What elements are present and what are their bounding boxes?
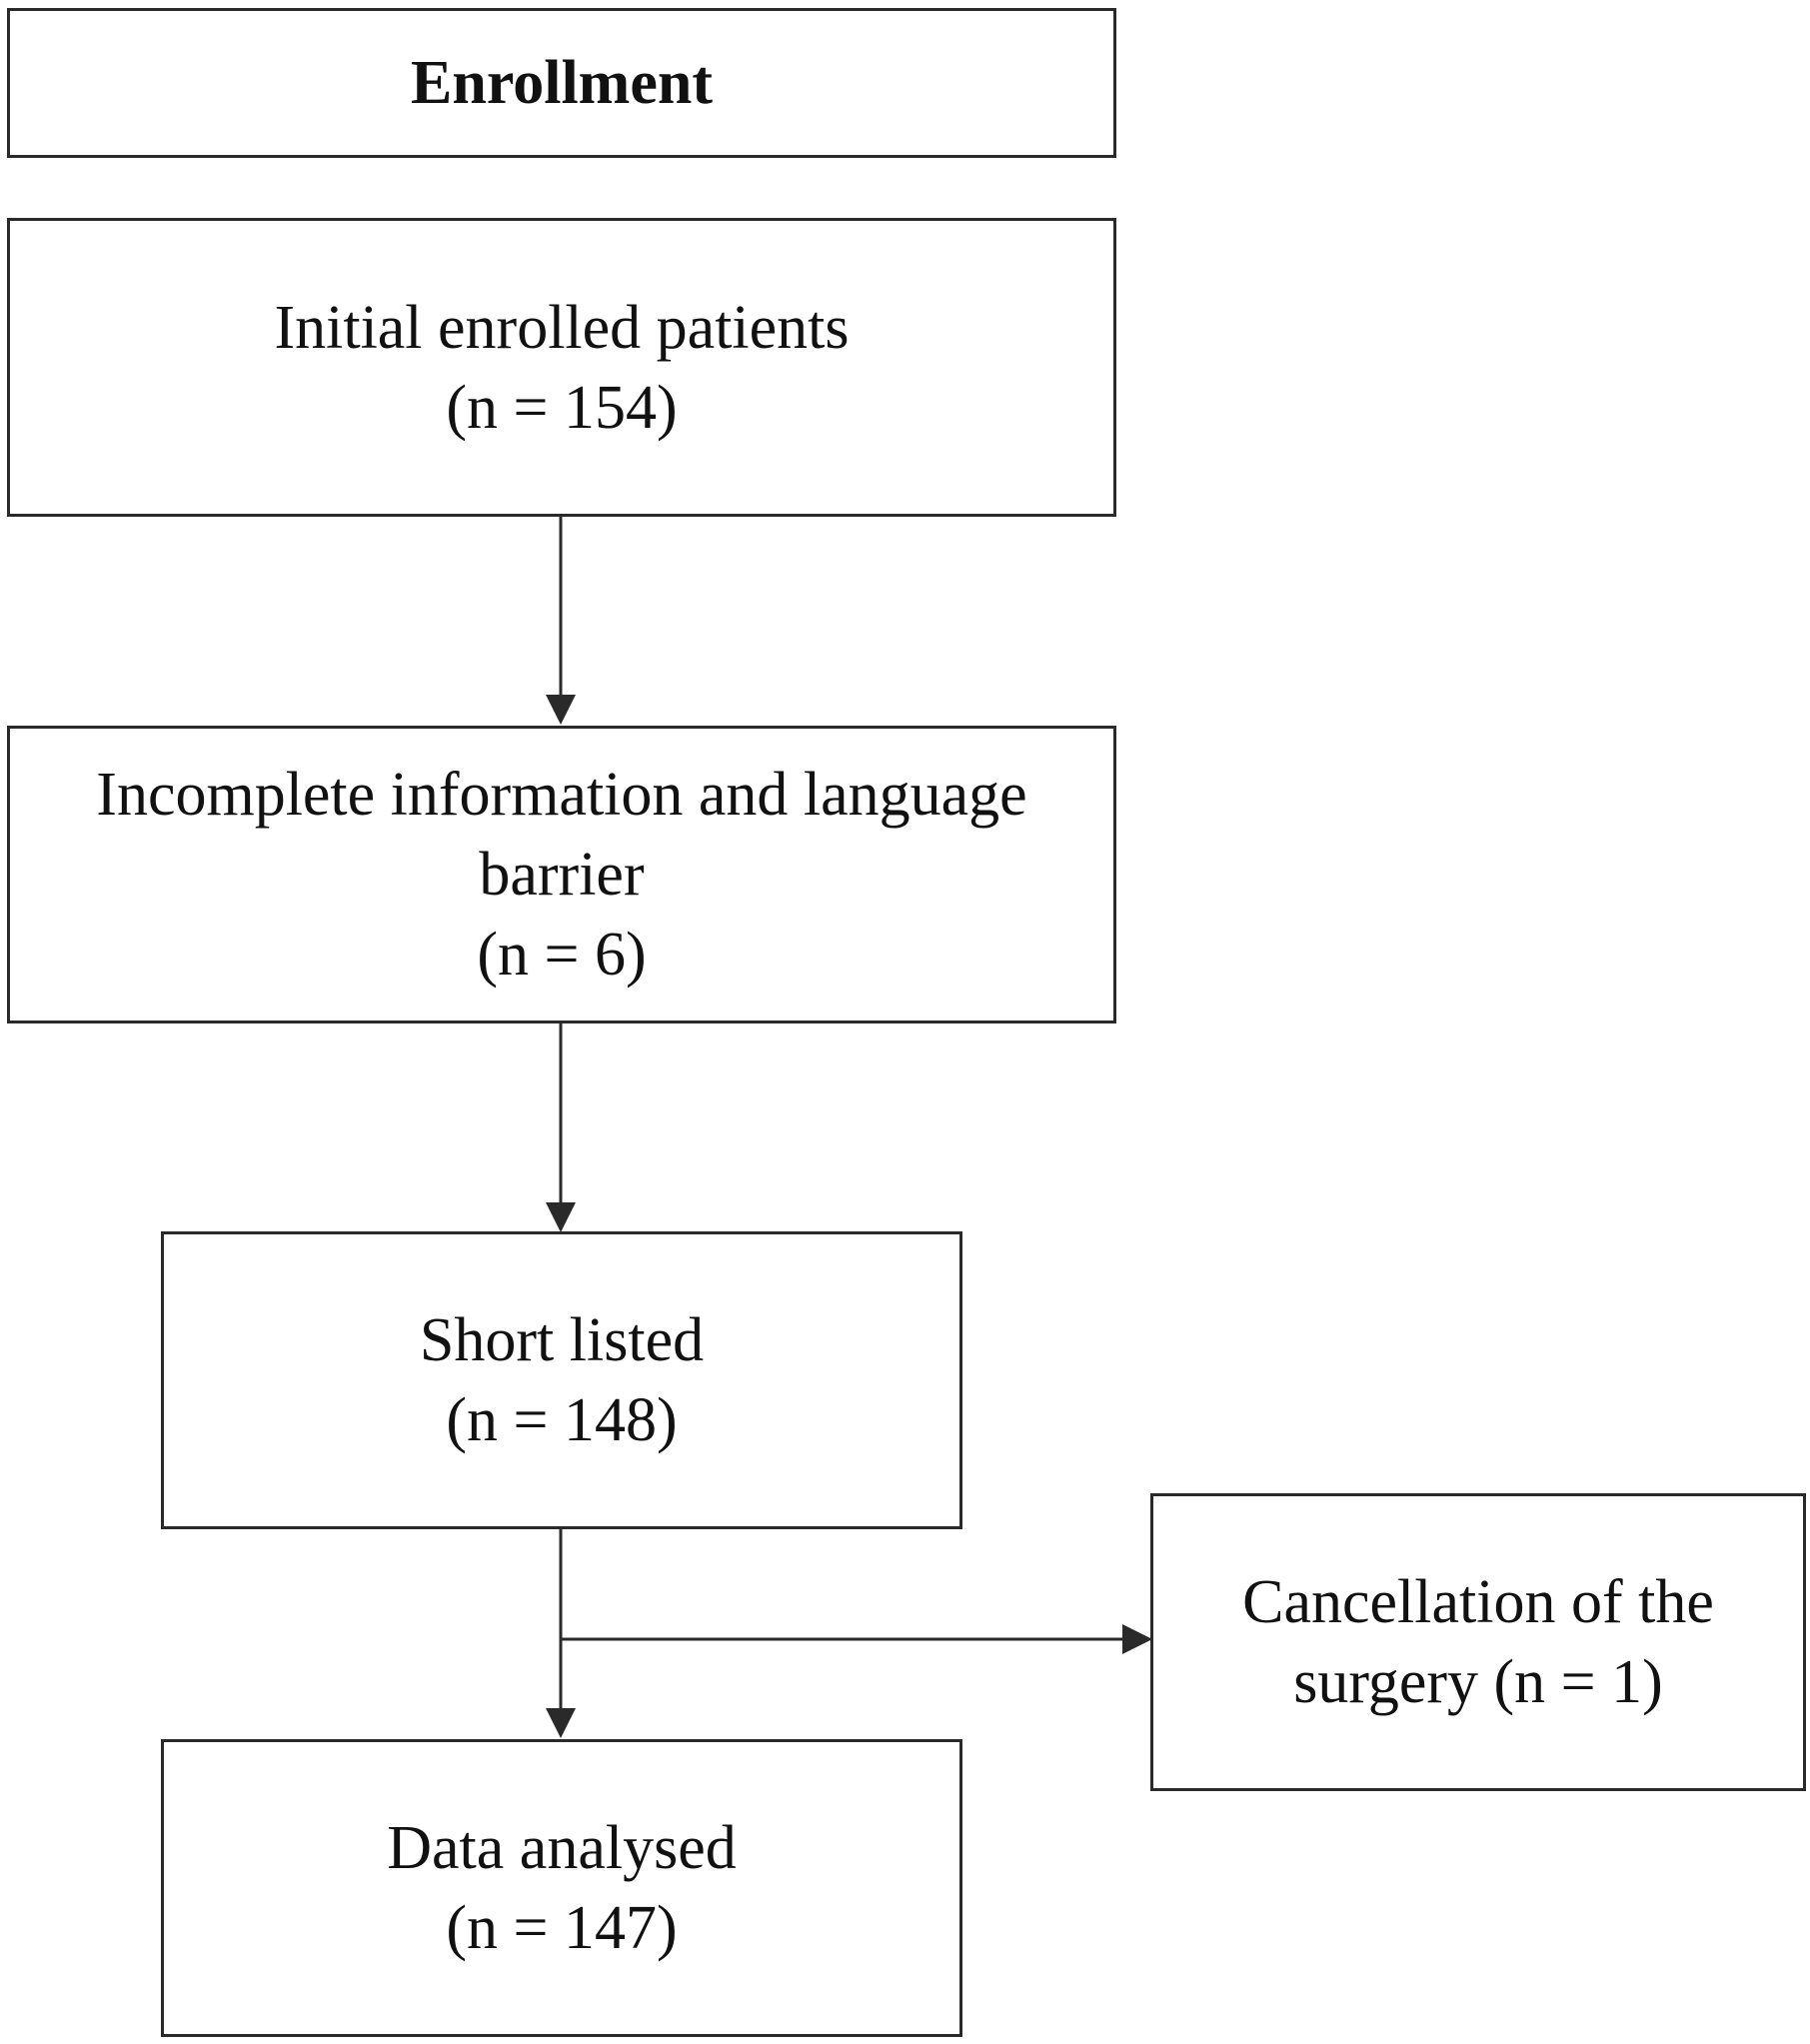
data-analysed-box: Data analysed (n = 147) bbox=[161, 1739, 962, 2037]
cancellation-box: Cancellation of the surgery (n = 1) bbox=[1150, 1493, 1806, 1791]
data-analysed-count: (n = 147) bbox=[446, 1894, 678, 1962]
initial-enrolled-label: Initial enrolled patients bbox=[274, 293, 850, 362]
cancellation-label-line2: surgery (n = 1) bbox=[1293, 1648, 1663, 1716]
initial-enrolled-box: Initial enrolled patients (n = 154) bbox=[7, 218, 1116, 517]
enrollment-title: Enrollment bbox=[411, 49, 713, 117]
cancellation-label-line1: Cancellation of the bbox=[1242, 1568, 1714, 1636]
exclusion-count: (n = 6) bbox=[477, 921, 647, 989]
enrollment-box: Enrollment bbox=[7, 8, 1116, 158]
shortlisted-count: (n = 148) bbox=[446, 1386, 678, 1454]
initial-enrolled-count: (n = 154) bbox=[446, 373, 678, 442]
data-analysed-label: Data analysed bbox=[387, 1814, 737, 1882]
exclusion-label-line1: Incomplete information and language bbox=[96, 761, 1027, 829]
shortlisted-box: Short listed (n = 148) bbox=[161, 1231, 962, 1529]
exclusion-label-line2: barrier bbox=[479, 841, 645, 909]
shortlisted-label: Short listed bbox=[419, 1306, 705, 1374]
exclusion-box: Incomplete information and language barr… bbox=[7, 726, 1116, 1023]
